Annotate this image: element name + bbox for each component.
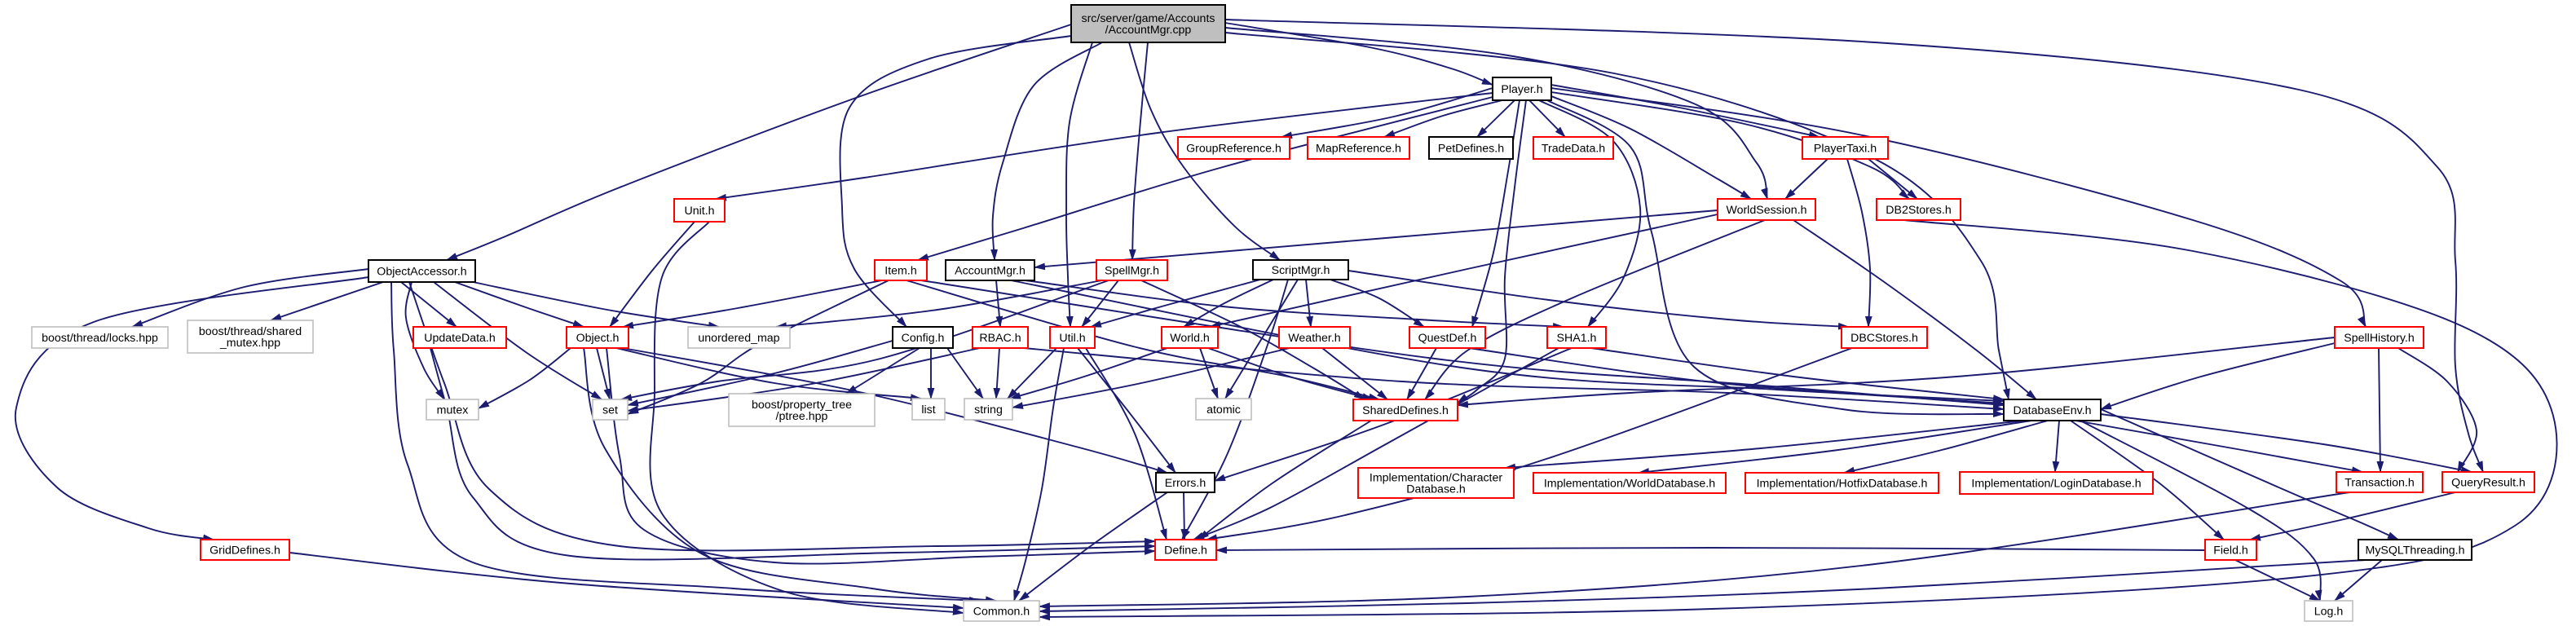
svg-text:ObjectAccessor.h: ObjectAccessor.h	[377, 266, 466, 279]
svg-text:Implementation/HotfixDatabase.: Implementation/HotfixDatabase.h	[1757, 478, 1928, 491]
svg-text:Define.h: Define.h	[1164, 544, 1207, 558]
svg-text:Transaction.h: Transaction.h	[2344, 477, 2414, 490]
svg-text:DatabaseEnv.h: DatabaseEnv.h	[2014, 404, 2092, 417]
svg-text:AccountMgr.h: AccountMgr.h	[955, 265, 1026, 278]
svg-text:QuestDef.h: QuestDef.h	[1418, 332, 1477, 345]
svg-text:unordered_map: unordered_map	[698, 332, 779, 345]
svg-text:Field.h: Field.h	[2213, 544, 2248, 558]
svg-text:list: list	[921, 403, 935, 417]
svg-text:PlayerTaxi.h: PlayerTaxi.h	[1814, 143, 1877, 156]
svg-text:UpdateData.h: UpdateData.h	[424, 332, 496, 345]
svg-text:Unit.h: Unit.h	[684, 205, 714, 218]
svg-text:QueryResult.h: QueryResult.h	[2451, 477, 2525, 490]
svg-text:/ptree.hpp: /ptree.hpp	[776, 410, 828, 423]
svg-text:atomic: atomic	[1206, 403, 1241, 417]
svg-text:MapReference.h: MapReference.h	[1316, 143, 1401, 156]
svg-text:Player.h: Player.h	[1501, 83, 1542, 96]
svg-text:boost/thread/locks.hpp: boost/thread/locks.hpp	[42, 332, 158, 345]
svg-text:SharedDefines.h: SharedDefines.h	[1362, 404, 1449, 417]
svg-text:World.h: World.h	[1170, 332, 1210, 345]
svg-text:boost/property_tree: boost/property_tree	[752, 399, 852, 412]
svg-text:Database.h: Database.h	[1406, 483, 1466, 496]
svg-text:Object.h: Object.h	[576, 332, 620, 345]
svg-text:SpellHistory.h: SpellHistory.h	[2344, 332, 2414, 345]
svg-text:TradeData.h: TradeData.h	[1542, 143, 1605, 156]
svg-text:RBAC.h: RBAC.h	[979, 332, 1021, 345]
svg-text:Item.h: Item.h	[884, 265, 916, 278]
svg-text:Implementation/WorldDatabase.h: Implementation/WorldDatabase.h	[1544, 478, 1715, 491]
svg-text:Errors.h: Errors.h	[1165, 477, 1206, 490]
svg-text:Log.h: Log.h	[2314, 606, 2344, 619]
svg-text:/AccountMgr.cpp: /AccountMgr.cpp	[1105, 24, 1192, 37]
svg-text:MySQLThreading.h: MySQLThreading.h	[2366, 544, 2465, 558]
svg-text:DBCStores.h: DBCStores.h	[1850, 332, 1918, 345]
svg-text:PetDefines.h: PetDefines.h	[1438, 143, 1504, 156]
svg-text:WorldSession.h: WorldSession.h	[1726, 204, 1806, 217]
svg-text:SHA1.h: SHA1.h	[1557, 332, 1597, 345]
svg-text:ScriptMgr.h: ScriptMgr.h	[1272, 264, 1330, 277]
svg-text:GridDefines.h: GridDefines.h	[210, 544, 280, 558]
svg-text:Config.h: Config.h	[902, 332, 945, 345]
svg-text:set: set	[602, 404, 618, 417]
svg-text:Implementation/LoginDatabase.h: Implementation/LoginDatabase.h	[1971, 478, 2141, 491]
svg-text:SpellMgr.h: SpellMgr.h	[1105, 265, 1159, 278]
svg-text:boost/thread/shared: boost/thread/shared	[199, 325, 302, 338]
svg-text:string: string	[974, 403, 1003, 417]
svg-text:Util.h: Util.h	[1059, 332, 1085, 345]
svg-text:_mutex.hpp: _mutex.hpp	[219, 337, 280, 350]
svg-text:Implementation/Character: Implementation/Character	[1370, 472, 1503, 485]
svg-text:Weather.h: Weather.h	[1288, 332, 1340, 345]
svg-text:GroupReference.h: GroupReference.h	[1186, 143, 1281, 156]
svg-text:Common.h: Common.h	[973, 606, 1030, 619]
svg-text:mutex: mutex	[437, 404, 469, 417]
svg-text:src/server/game/Accounts: src/server/game/Accounts	[1081, 12, 1215, 25]
svg-text:DB2Stores.h: DB2Stores.h	[1886, 204, 1951, 217]
